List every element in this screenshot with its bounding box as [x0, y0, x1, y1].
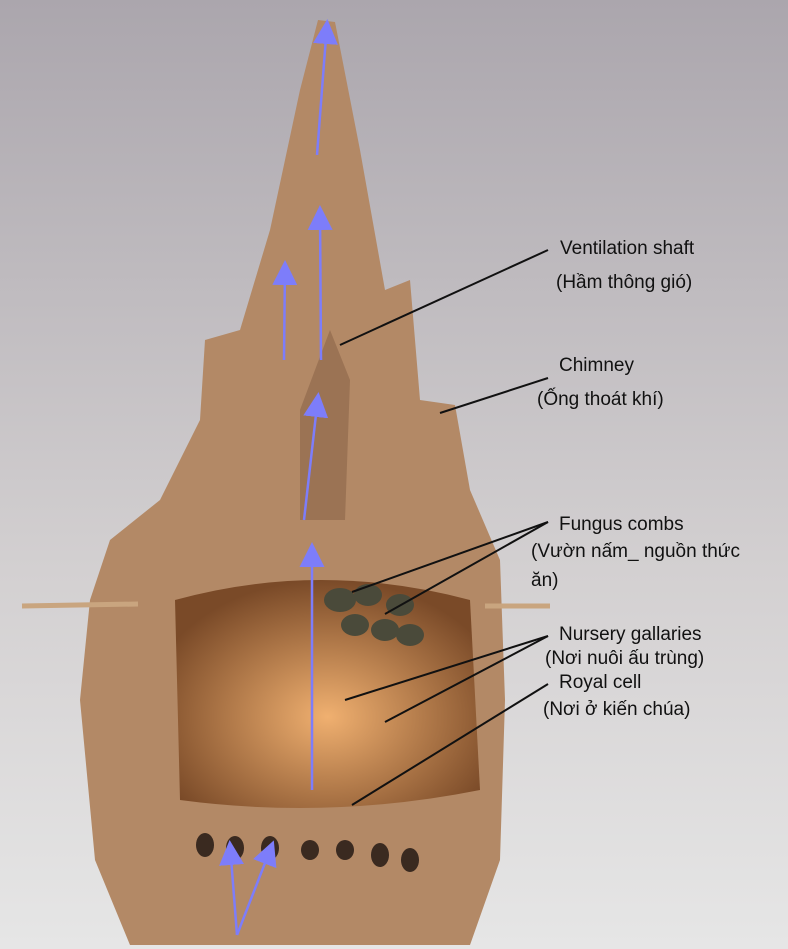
stick-left [21, 601, 139, 609]
label-nursery-vi: (Nơi nuôi ấu trùng) [545, 648, 705, 669]
label-fungus-combs: Fungus combs [559, 514, 684, 535]
airflow-arrows [219, 19, 338, 936]
nest-chamber [175, 580, 480, 808]
label-nursery: Nursery gallaries [559, 624, 702, 645]
label-chimney-vi: (Ống thoát khí) [537, 389, 664, 410]
label-fungus-combs-vi-2: ăn) [531, 570, 559, 591]
label-royal-cell: Royal cell [559, 672, 642, 693]
label-ventilation-shaft-vi: (Hầm thông gió) [556, 272, 693, 293]
label-chimney: Chimney [559, 355, 634, 376]
label-fungus-combs-vi: (Vườn nấm_ nguồn thức [531, 541, 741, 562]
label-ventilation-shaft: Ventilation shaft [560, 238, 695, 259]
leader-lines [339, 249, 549, 806]
mound [21, 20, 550, 945]
label-royal-cell-vi: (Nơi ở kiến chúa) [543, 699, 691, 720]
